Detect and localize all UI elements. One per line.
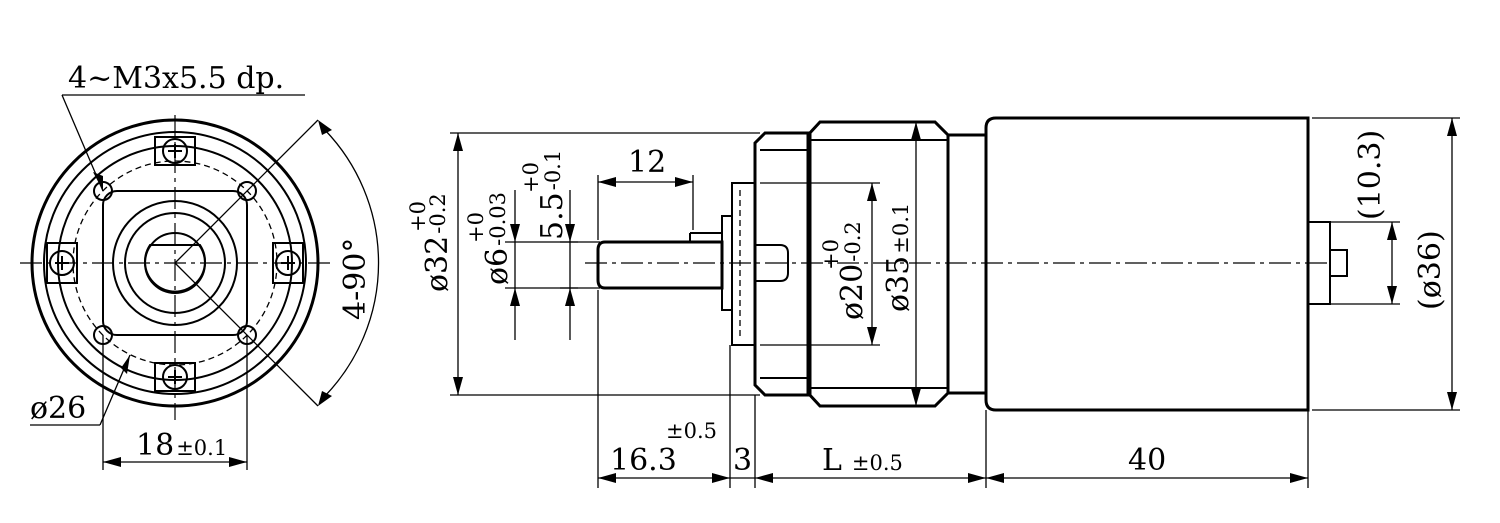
shaft-ext-label: 16.3 (610, 443, 677, 478)
screws (46, 136, 304, 392)
shaft-len-label: 12 (628, 145, 666, 180)
width-tol: ±0.1 (176, 436, 227, 460)
flat-label: 5.5-0.1 (535, 150, 570, 240)
terminal-offset-label: (10.3) (1353, 130, 1388, 220)
pilot-dia-tol-lower: -0.2 (841, 221, 865, 262)
boss-len-label: 3 (733, 443, 752, 478)
body-dia-tol: ±0.1 (889, 203, 913, 254)
gear-len-value: L (822, 443, 842, 478)
pilot-dia-tol-upper: +0 (819, 239, 843, 270)
side-view: ø32-0.2 +0 ø6-0.03 +0 5.5-0.1 +0 12 ø20-… (406, 116, 1460, 488)
flat-tol-lower: -0.1 (541, 150, 565, 191)
output-shaft (596, 240, 724, 290)
angle-label: 4-90° (338, 238, 373, 320)
gearbox-dia-value: ø32 (420, 236, 455, 292)
gearbox-dia-tol-upper: +0 (406, 201, 430, 232)
shaft-dia-value: ø6 (480, 248, 515, 285)
gear-len-label: L ±0.5 (822, 443, 903, 478)
shaft-dia-label: ø6-0.03 (480, 192, 515, 285)
width-label: 18±0.1 (136, 428, 227, 463)
body-dia-label: ø35±0.1 (881, 203, 916, 312)
gearbox-front (753, 131, 812, 397)
motor-len-label: 40 (1128, 443, 1166, 478)
motor-dia-label: (ø36) (1413, 230, 1448, 310)
pilot-dia-label: ø20-0.2 (835, 221, 870, 320)
shaft-dia-tol-lower: -0.03 (486, 192, 510, 246)
shaft-dia-tol-upper: +0 (464, 212, 488, 243)
body-dia-value: ø35 (881, 256, 916, 312)
flat-tol-upper: +0 (519, 162, 543, 193)
gearbox-body (806, 120, 950, 408)
pilot-dia-value: ø20 (835, 264, 870, 320)
width-value: 18 (136, 428, 174, 463)
pcd-label: ø26 (30, 391, 86, 426)
hole-spec-label: 4~M3x5.5 dp. (68, 61, 284, 96)
front-outer-rim (30, 118, 320, 408)
gearbox-dia-tol-lower: -0.2 (426, 193, 450, 234)
gear-len-tol: ±0.5 (852, 451, 903, 475)
front-view: 4~M3x5.5 dp. ø26 18±0.1 4-90° (20, 61, 380, 470)
motor-body (984, 116, 1310, 412)
gearbox-dia-label: ø32-0.2 (420, 193, 455, 292)
shaft-ext-tol: ±0.5 (666, 419, 717, 443)
flat-value: 5.5 (535, 192, 570, 240)
